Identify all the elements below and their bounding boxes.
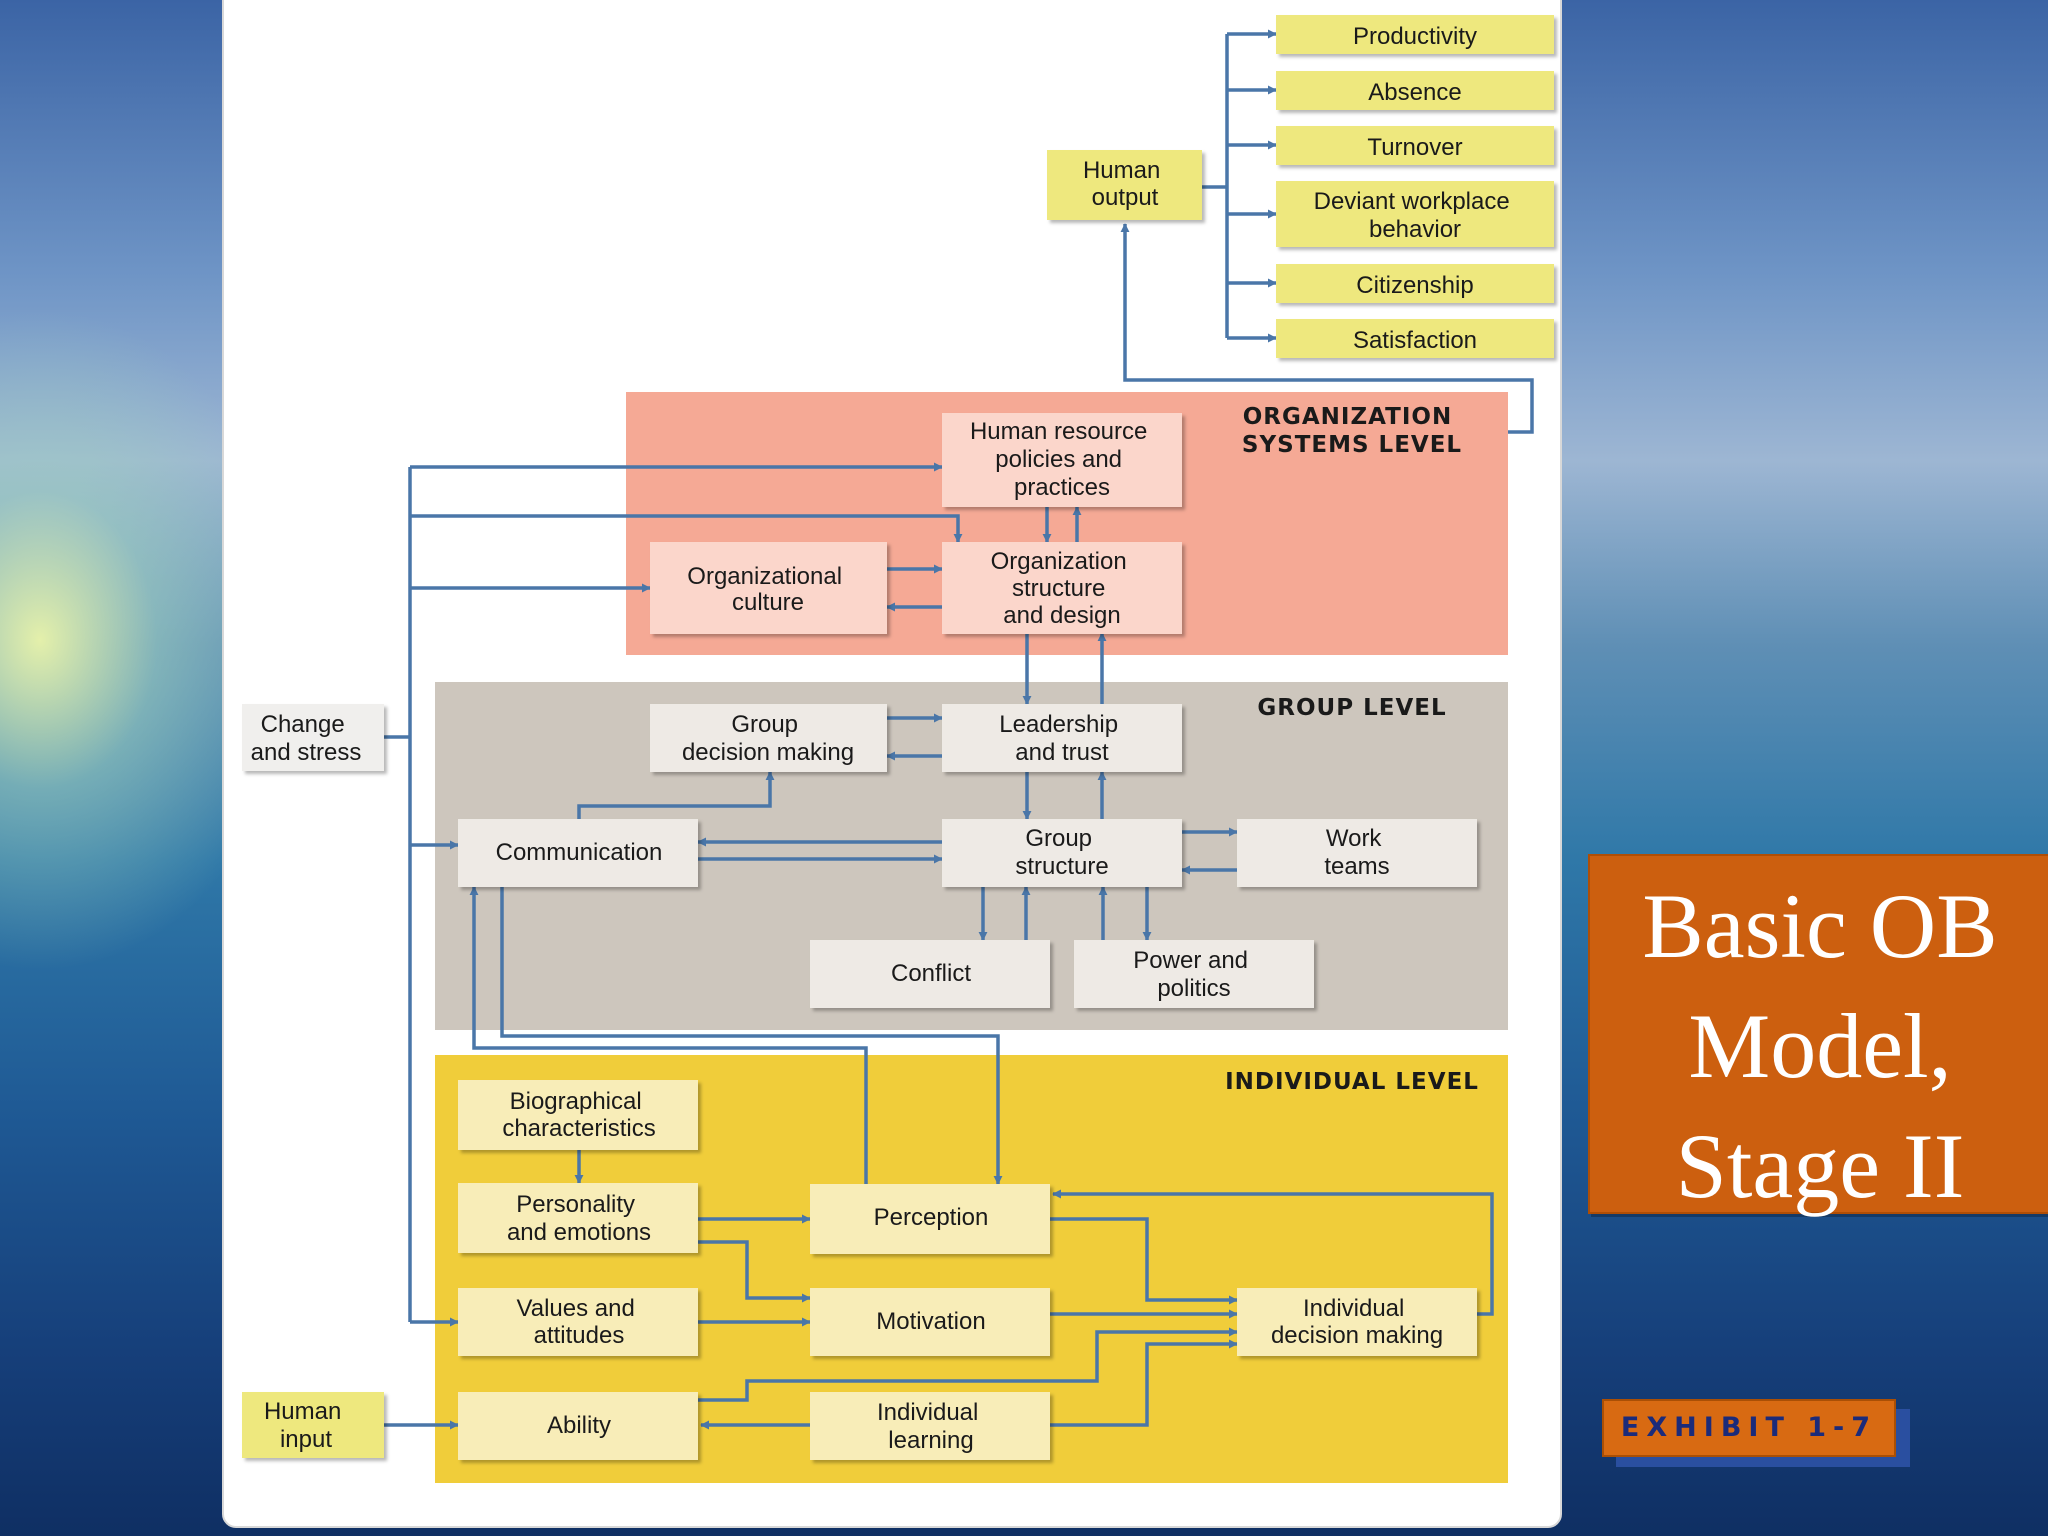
ability-box: Ability	[458, 1392, 698, 1460]
svg-text:Values and attitudes: Values and attitudes	[517, 1295, 642, 1349]
svg-text:Personality and emotions: Personality and emotions	[507, 1191, 651, 1246]
conflict-box: Conflict	[810, 940, 1050, 1008]
slide-title-box: Basic OB Model, Stage II	[1588, 854, 2048, 1217]
svg-text:Organization structure: Organization structure and design	[991, 548, 1134, 629]
connector-lines	[384, 29, 1534, 1430]
svg-text:Citizenship: Citizenship	[1356, 272, 1473, 299]
group-structure-box: Group structure	[942, 819, 1182, 887]
organization-level-label: ORGANIZATION SYSTEMS LEVEL	[1242, 404, 1462, 458]
slide-title: Basic OB Model, Stage II	[1590, 866, 2048, 1226]
svg-text:Leadership and trust: Leadership and trust	[999, 711, 1124, 766]
biographical-characteristics-box: Biographical characteristics	[458, 1080, 698, 1150]
svg-text:Productivity: Productivity	[1353, 23, 1477, 50]
svg-text:Group decision making: Group decision making	[682, 711, 854, 766]
svg-text:Biographical characteris: Biographical characteristics	[502, 1088, 655, 1142]
perception-box: Perception	[810, 1184, 1050, 1254]
hr-policies-box: Human resource policies and practices	[942, 413, 1182, 507]
group-decision-making-box: Group decision making	[650, 704, 887, 772]
svg-text:Human input: Human input	[264, 1398, 348, 1453]
human-output-box: Human output	[1047, 150, 1202, 220]
outcome-citizenship: Citizenship	[1276, 264, 1554, 303]
power-and-politics-box: Power and politics	[1074, 940, 1314, 1008]
personality-and-emotions-box: Personality and emotions	[458, 1183, 698, 1253]
svg-text:Communication: Communication	[496, 839, 663, 866]
svg-text:Ability: Ability	[547, 1412, 611, 1439]
svg-text:Conflict: Conflict	[891, 960, 971, 987]
svg-text:Turnover: Turnover	[1367, 134, 1462, 161]
title-line-1: Basic OB	[1642, 875, 1998, 977]
exhibit-label: EXHIBIT 1-7	[1602, 1399, 1896, 1457]
outcome-satisfaction: Satisfaction	[1276, 319, 1554, 358]
values-and-attitudes-box: Values and attitudes	[458, 1288, 698, 1356]
svg-text:Power and politics: Power and politics	[1133, 947, 1254, 1002]
svg-text:Work teams: Work teams	[1324, 825, 1389, 880]
individual-decision-making-box: Individual decision making	[1237, 1288, 1477, 1356]
svg-text:Individual learning: Individual learning	[877, 1399, 985, 1454]
communication-box: Communication	[458, 819, 698, 887]
title-line-2: Model,	[1688, 995, 1952, 1097]
svg-text:Satisfaction: Satisfaction	[1353, 327, 1477, 354]
svg-text:Individual decision maki: Individual decision making	[1271, 1295, 1443, 1349]
svg-text:Absence: Absence	[1368, 79, 1461, 106]
svg-text:Organizational culture: Organizational culture	[687, 563, 848, 616]
svg-text:Motivation: Motivation	[876, 1308, 985, 1335]
organizational-culture-box: Organizational culture	[650, 542, 887, 634]
outcome-turnover: Turnover	[1276, 126, 1554, 165]
svg-text:Perception: Perception	[874, 1204, 989, 1231]
human-input-box: Human input	[242, 1392, 384, 1458]
motivation-box: Motivation	[810, 1288, 1050, 1356]
leadership-and-trust-box: Leadership and trust	[942, 704, 1182, 772]
svg-text:Human resource policies: Human resource policies and practices	[970, 418, 1154, 501]
svg-text:Group structure: Group structure	[1015, 825, 1108, 880]
organization-structure-box: Organization structure and design	[942, 542, 1182, 634]
outcome-deviant-behavior: Deviant workplace behavior	[1276, 181, 1554, 247]
svg-text:Deviant workplace behavi: Deviant workplace behavior	[1314, 188, 1517, 243]
individual-level-label: INDIVIDUAL LEVEL	[1225, 1069, 1479, 1095]
outcome-absence: Absence	[1276, 71, 1554, 110]
individual-learning-box: Individual learning	[810, 1392, 1050, 1460]
work-teams-box: Work teams	[1237, 819, 1477, 887]
change-and-stress-box: Change and stress	[242, 704, 384, 771]
title-line-3: Stage II	[1675, 1115, 1965, 1217]
svg-text:Human output: Human output	[1083, 157, 1167, 211]
group-level-label: GROUP LEVEL	[1257, 695, 1446, 721]
svg-text:Change and stress: Change and stress	[251, 711, 362, 766]
outcome-productivity: Productivity	[1276, 15, 1554, 54]
